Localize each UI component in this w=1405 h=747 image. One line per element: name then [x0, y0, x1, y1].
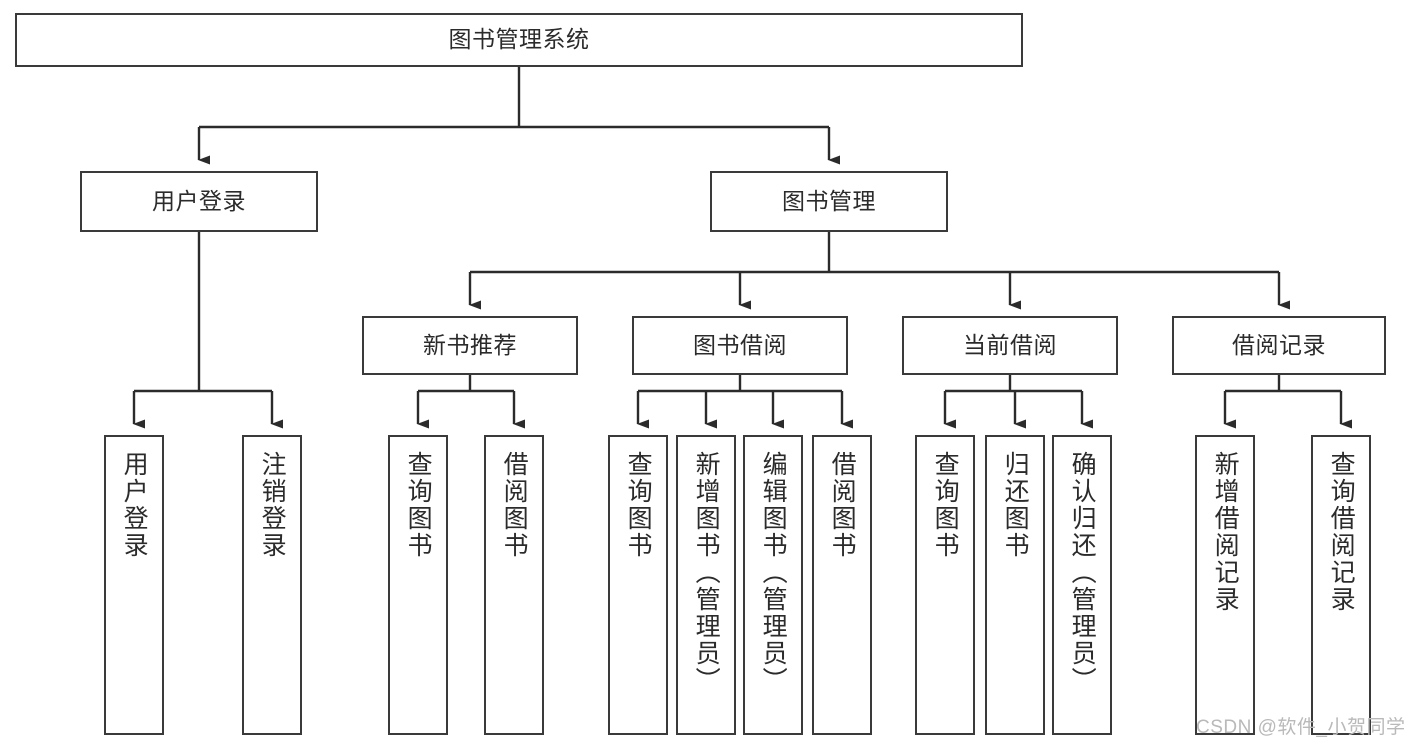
node-leaf-bor-2[interactable]: 新增图书（管理员）	[676, 435, 736, 735]
node-label: 查询图书	[624, 451, 653, 559]
node-label: 借阅图书	[828, 451, 857, 559]
node-bookmgmt[interactable]: 图书管理	[710, 171, 948, 232]
node-label: 图书管理系统	[448, 26, 590, 53]
node-leaf-bor-4[interactable]: 借阅图书	[812, 435, 872, 735]
node-leaf-login-2[interactable]: 注销登录	[242, 435, 302, 735]
node-label: 用户登录	[152, 187, 246, 214]
node-root[interactable]: 图书管理系统	[15, 13, 1023, 67]
node-leaf-new-1[interactable]: 查询图书	[388, 435, 448, 735]
node-leaf-bor-1[interactable]: 查询图书	[608, 435, 668, 735]
node-leaf-bor-3[interactable]: 编辑图书（管理员）	[743, 435, 803, 735]
node-label: 查询图书	[931, 451, 960, 559]
node-borrow[interactable]: 图书借阅	[632, 316, 848, 375]
node-records[interactable]: 借阅记录	[1172, 316, 1386, 375]
node-label: 查询图书	[404, 451, 433, 559]
node-leaf-login-1[interactable]: 用户登录	[104, 435, 164, 735]
node-label: 注销登录	[258, 451, 287, 559]
node-label: 图书管理	[782, 187, 876, 214]
node-current[interactable]: 当前借阅	[902, 316, 1118, 375]
node-label: 用户登录	[120, 451, 149, 559]
node-newbook[interactable]: 新书推荐	[362, 316, 578, 375]
node-leaf-rec-2[interactable]: 查询借阅记录	[1311, 435, 1371, 735]
node-label: 确认归还（管理员）	[1068, 451, 1097, 694]
node-login[interactable]: 用户登录	[80, 171, 318, 232]
node-label: 新增图书（管理员）	[692, 451, 721, 694]
node-label: 新书推荐	[423, 331, 517, 358]
node-label: 归还图书	[1001, 451, 1030, 559]
node-leaf-rec-1[interactable]: 新增借阅记录	[1195, 435, 1255, 735]
watermark-text: CSDN @软件_小贺同学	[1196, 717, 1405, 738]
node-label: 编辑图书（管理员）	[759, 451, 788, 694]
node-leaf-new-2[interactable]: 借阅图书	[484, 435, 544, 735]
node-leaf-cur-1[interactable]: 查询图书	[915, 435, 975, 735]
node-label: 图书借阅	[693, 331, 787, 358]
node-label: 借阅记录	[1232, 331, 1326, 358]
node-label: 当前借阅	[963, 331, 1057, 358]
node-label: 查询借阅记录	[1327, 451, 1356, 613]
node-label: 新增借阅记录	[1211, 451, 1240, 613]
node-leaf-cur-2[interactable]: 归还图书	[985, 435, 1045, 735]
node-label: 借阅图书	[500, 451, 529, 559]
node-leaf-cur-3[interactable]: 确认归还（管理员）	[1052, 435, 1112, 735]
